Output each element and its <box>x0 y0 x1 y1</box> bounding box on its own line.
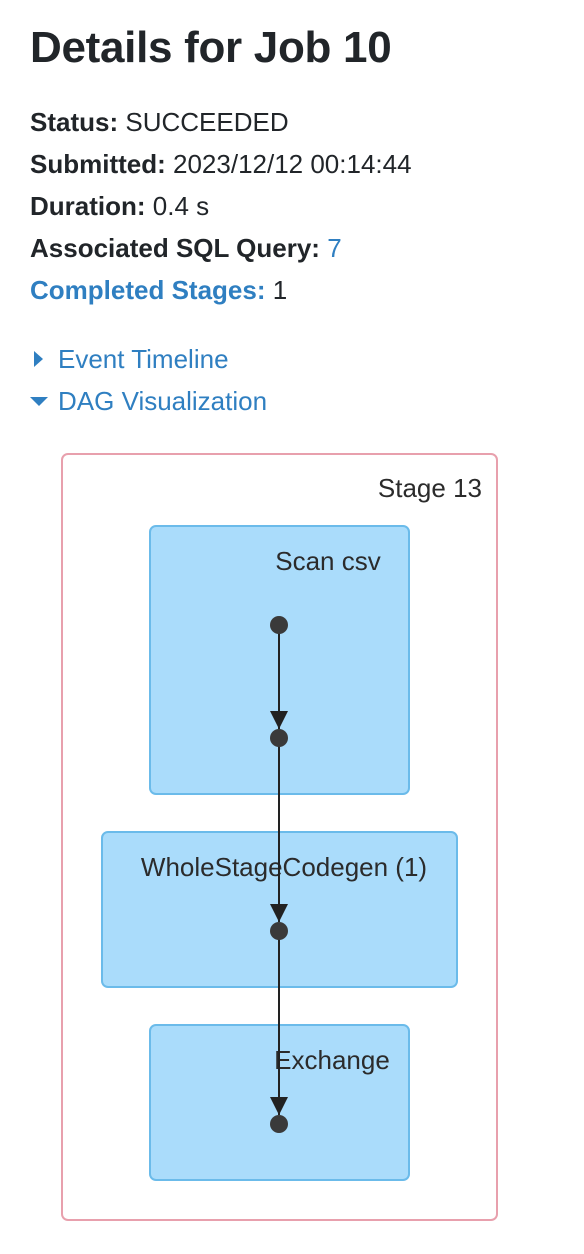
status-row: Status: SUCCEEDED <box>30 101 412 143</box>
submitted-value: 2023/12/12 00:14:44 <box>173 149 412 179</box>
completed-stages-value: 1 <box>272 275 288 305</box>
submitted-label: Submitted: <box>30 149 166 179</box>
submitted-row: Submitted: 2023/12/12 00:14:44 <box>30 143 412 185</box>
visualization-toggles: Event Timeline DAG Visualization <box>30 338 267 422</box>
cluster-label-scan-csv: Scan csv <box>275 546 381 576</box>
caret-down-icon <box>30 391 58 411</box>
status-label: Status: <box>30 107 119 137</box>
cluster-label-wholestagecodegen: WholeStageCodegen (1) <box>141 852 427 882</box>
caret-right-icon <box>30 349 58 369</box>
sql-query-row: Associated SQL Query: 7 <box>30 227 412 269</box>
page-title: Details for Job 10 <box>30 23 392 72</box>
duration-value: 0.4 s <box>152 191 210 221</box>
cluster-label-exchange: Exchange <box>274 1045 390 1075</box>
dag-visualization-label: DAG Visualization <box>58 386 268 416</box>
dag-node-2[interactable] <box>270 729 288 747</box>
dag-node-3[interactable] <box>270 922 288 940</box>
completed-stages-row: Completed Stages: 1 <box>30 269 412 311</box>
sql-query-label: Associated SQL Query: <box>30 233 320 263</box>
duration-row: Duration: 0.4 s <box>30 185 412 227</box>
sql-query-link[interactable]: 7 <box>327 233 342 263</box>
completed-stages-link[interactable]: Completed Stages: <box>30 275 266 305</box>
event-timeline-label: Event Timeline <box>58 344 229 374</box>
stage-label: Stage 13 <box>378 473 482 503</box>
event-timeline-toggle[interactable]: Event Timeline <box>30 338 267 380</box>
status-value: SUCCEEDED <box>125 107 289 137</box>
job-summary: Status: SUCCEEDED Submitted: 2023/12/12 … <box>30 101 412 311</box>
dag-node-1[interactable] <box>270 616 288 634</box>
dag-visualization-toggle[interactable]: DAG Visualization <box>30 380 267 422</box>
duration-label: Duration: <box>30 191 146 221</box>
dag-node-4[interactable] <box>270 1115 288 1133</box>
